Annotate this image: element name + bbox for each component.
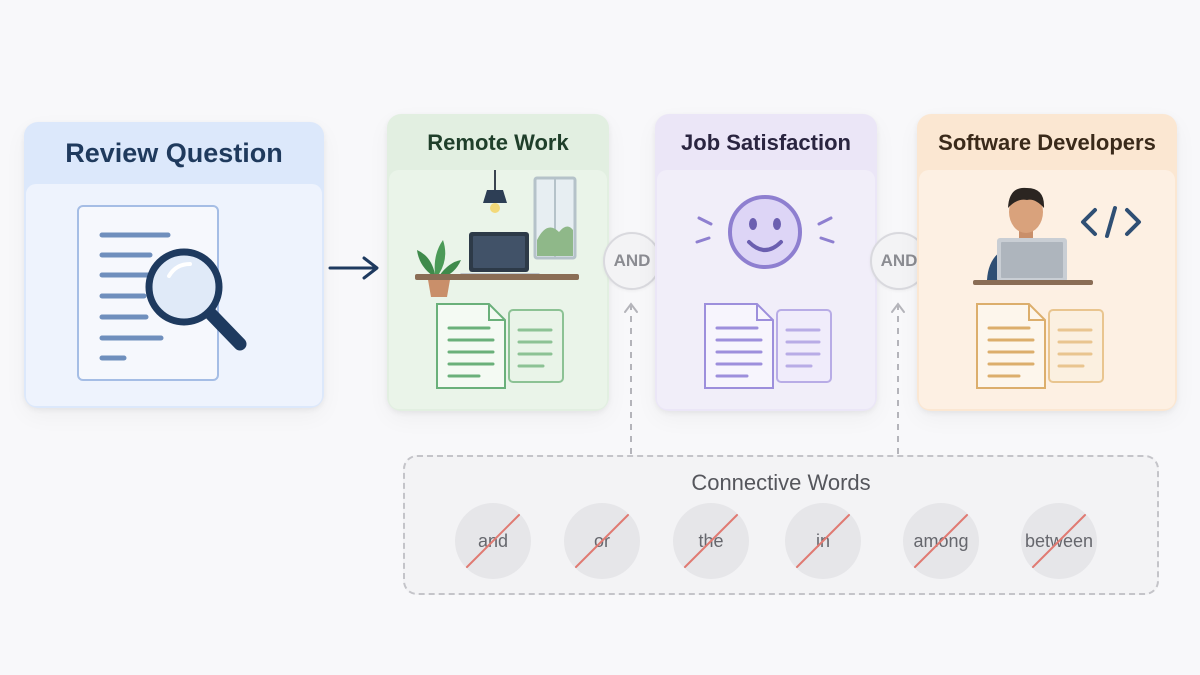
- connective-word-circle: and: [455, 503, 531, 579]
- connective-word-circle: in: [785, 503, 861, 579]
- and-operator-badge: AND: [603, 232, 661, 290]
- job-satisfaction-title: Job Satisfaction: [681, 130, 851, 155]
- strikethrough-icon: [684, 514, 738, 568]
- connective-word-circle: the: [673, 503, 749, 579]
- strikethrough-icon: [914, 514, 968, 568]
- software-developers-body: [919, 170, 1175, 409]
- software-developers-title: Software Developers: [938, 130, 1156, 155]
- desk-laptop-plant-lamp-window-icon: [415, 170, 579, 389]
- remote-work-card: Remote Work: [387, 114, 609, 411]
- review-question-body: [26, 184, 322, 406]
- job-satisfaction-card: Job Satisfaction: [655, 114, 877, 411]
- connective-word-circle: or: [564, 503, 640, 579]
- dashed-up-arrow-icon: [624, 302, 638, 454]
- dashed-up-arrow-icon: [891, 302, 905, 454]
- strikethrough-icon: [466, 514, 520, 568]
- connective-word-circle: among: [903, 503, 979, 579]
- job-satisfaction-body: [657, 170, 875, 409]
- remote-work-title: Remote Work: [427, 130, 569, 155]
- strikethrough-icon: [575, 514, 629, 568]
- connective-words-title: Connective Words: [691, 470, 871, 495]
- strikethrough-icon: [796, 514, 850, 568]
- connective-word-circle: between: [1021, 503, 1097, 579]
- flow-arrow-icon: [328, 256, 379, 280]
- smiley-face-icon: [695, 195, 835, 389]
- developer-at-laptop-code-icon: [973, 187, 1141, 389]
- review-question-title: Review Question: [65, 138, 283, 168]
- strikethrough-icon: [1032, 514, 1086, 568]
- remote-work-body: [389, 170, 607, 409]
- software-developers-card: Software Developers: [917, 114, 1177, 411]
- review-question-card: Review Question: [24, 122, 324, 408]
- document-magnifier-icon: [77, 205, 247, 381]
